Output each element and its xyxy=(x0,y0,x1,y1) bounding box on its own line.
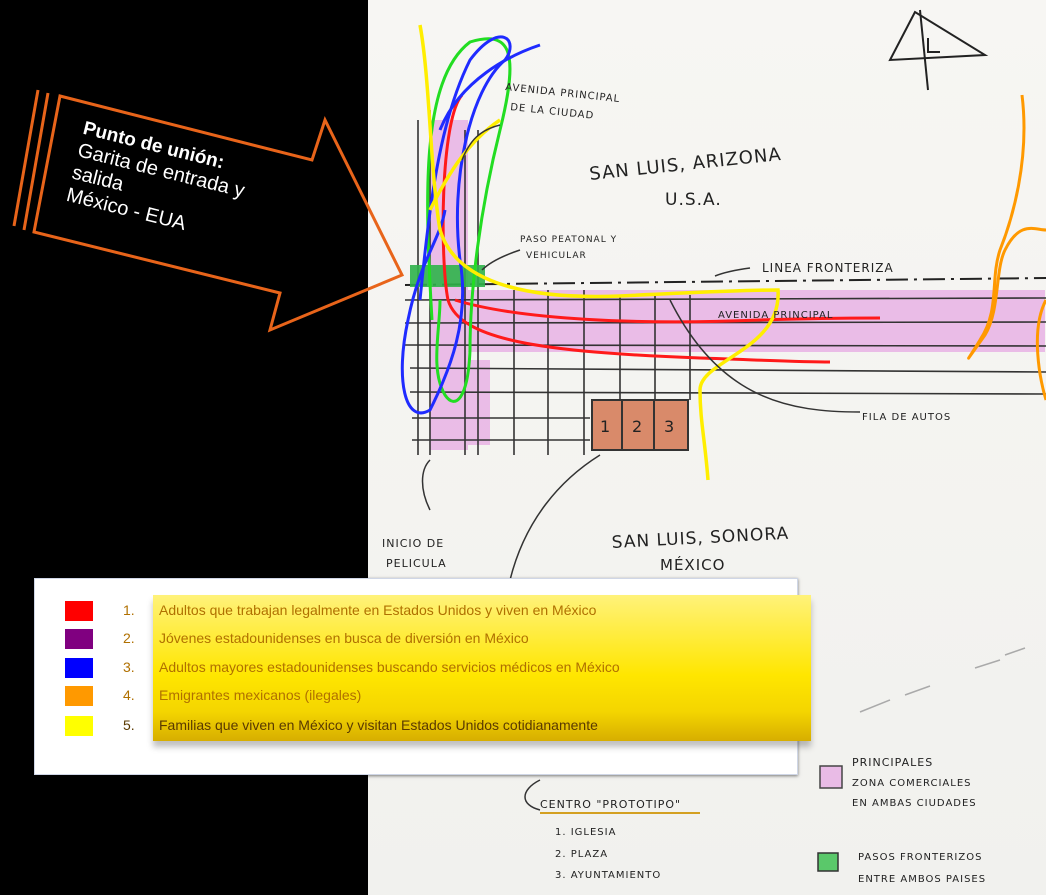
legend-item: 4. Emigrantes mexicanos (ilegales) xyxy=(123,687,361,703)
route-yellow xyxy=(418,24,780,481)
block-label-1: 1 xyxy=(600,417,610,436)
label-pasos-1: PASOS FRONTERIZOS xyxy=(858,852,982,863)
legend-swatch xyxy=(65,716,93,736)
label-san-luis-az-1: SAN LUIS, ARIZONA xyxy=(588,144,782,185)
legend-item-label: Adultos que trabajan legalmente en Estad… xyxy=(159,602,597,618)
label-avenida-principal: AVENIDA PRINCIPAL xyxy=(718,310,833,321)
label-pasos-2: ENTRE AMBOS PAISES xyxy=(858,874,986,885)
label-linea-fronteriza: LINEA FRONTERIZA xyxy=(762,261,894,275)
legend-swatch xyxy=(65,601,93,621)
border-line xyxy=(404,277,1046,286)
legend-zone-swatch xyxy=(819,765,843,789)
legend-swatch xyxy=(65,686,93,706)
label-avenida-ciudad-2: DE LA CIUDAD xyxy=(510,102,595,122)
legend-swatch xyxy=(65,658,93,678)
route-green xyxy=(426,37,512,403)
zone-lower xyxy=(430,360,490,445)
legend-item-label: Jóvenes estadounidenses en busca de dive… xyxy=(159,630,529,646)
label-fila-de-autos: FILA DE AUTOS xyxy=(862,412,951,423)
label-principales-1: PRINCIPALES xyxy=(852,756,933,769)
legend-item-label: Familias que viven en México y visitan E… xyxy=(159,717,598,733)
label-san-luis-son-1: SAN LUIS, SONORA xyxy=(611,524,789,553)
legend-item-number: 5. xyxy=(123,717,135,733)
sketch-dashes xyxy=(859,647,1026,713)
label-inicio-2: PELICULA xyxy=(386,557,447,570)
route-blue xyxy=(400,35,541,415)
label-paso-peatonal-2: VEHICULAR xyxy=(526,251,587,261)
legend-item-label: Emigrantes mexicanos (ilegales) xyxy=(159,687,362,703)
block-label-2: 2 xyxy=(632,417,642,436)
legend-item: 1. Adultos que trabajan legalmente en Est… xyxy=(123,602,596,618)
label-centro-3: 3. AYUNTAMIENTO xyxy=(555,870,661,881)
legend-highlight xyxy=(153,595,811,741)
route-orange xyxy=(967,94,1046,401)
orange-arrow xyxy=(12,89,405,333)
center-blocks xyxy=(591,399,689,451)
route-red xyxy=(441,94,881,364)
leader-lines xyxy=(421,124,861,811)
street-grid xyxy=(404,110,1046,455)
legend-item: 2. Jóvenes estadounidenses en busca de di… xyxy=(123,630,529,646)
label-principales-3: EN AMBAS CIUDADES xyxy=(852,798,977,809)
label-centro-2: 2. PLAZA xyxy=(555,849,608,860)
label-inicio-1: INICIO DE xyxy=(382,537,444,550)
legend-crossing-swatch xyxy=(817,852,839,872)
block-label-3: 3 xyxy=(664,417,674,436)
label-paso-peatonal-1: PASO PEATONAL Y xyxy=(520,235,617,245)
legend-item-number: 4. xyxy=(123,687,135,703)
legend-item-label: Adultos mayores estadounidenses buscando… xyxy=(159,659,620,675)
legend-panel: 1. Adultos que trabajan legalmente en Est… xyxy=(34,578,811,775)
legend-item-number: 2. xyxy=(123,630,135,646)
legend-item-number: 3. xyxy=(123,659,135,675)
legend-item: 5. Familias que viven en México y visitan… xyxy=(123,717,598,733)
legend-item: 3. Adultos mayores estadounidenses buscan… xyxy=(123,659,620,675)
label-san-luis-az-2: U.S.A. xyxy=(665,190,722,210)
legend-item-number: 1. xyxy=(123,602,135,618)
legend-swatch xyxy=(65,629,93,649)
label-avenida-ciudad-1: AVENIDA PRINCIPAL xyxy=(505,82,621,105)
label-centro-1: 1. IGLESIA xyxy=(555,827,616,838)
north-arrow xyxy=(888,9,989,91)
label-centro-title: CENTRO "PROTOTIPO" xyxy=(540,798,681,811)
label-san-luis-son-2: MÉXICO xyxy=(660,555,725,574)
label-principales-2: ZONA COMERCIALES xyxy=(852,778,971,789)
